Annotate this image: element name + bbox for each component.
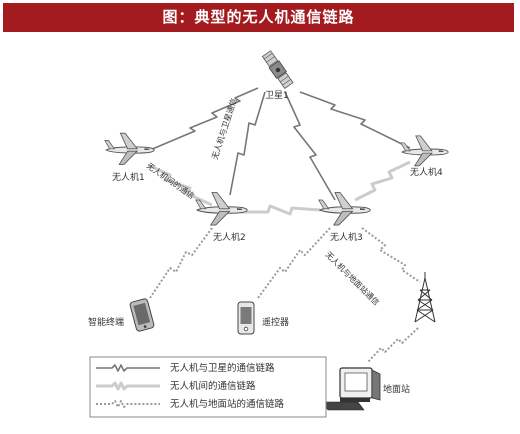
link-sat-uav1 bbox=[149, 87, 259, 151]
ground-station-label: 地面站 bbox=[383, 383, 410, 395]
link-uav3-tower bbox=[361, 227, 421, 283]
satellite-icon bbox=[261, 50, 294, 89]
computer-icon bbox=[321, 367, 381, 411]
link-label-uav-sat: 无人机与卫星通信 bbox=[209, 97, 238, 161]
tablet-icon bbox=[129, 298, 155, 332]
ground-links bbox=[149, 227, 421, 363]
terminal-label: 智能终端 bbox=[88, 316, 124, 328]
legend-label-ground: 无人机与地面站的通信链路 bbox=[170, 398, 285, 410]
legend: 无人机与卫星的通信链路 无人机间的通信链路 无人机与地面站的通信链路 bbox=[89, 356, 327, 418]
uav2-plane-icon bbox=[195, 191, 248, 226]
link-sat-uav4 bbox=[299, 91, 411, 149]
link-uav2-terminal bbox=[149, 227, 213, 299]
link-uav2-uav3 bbox=[240, 204, 321, 216]
legend-label-satellite: 无人机与卫星的通信链路 bbox=[170, 362, 275, 374]
phone-icon bbox=[237, 301, 255, 335]
link-uav3-remote bbox=[257, 227, 331, 299]
diagram-title: 图：典型的无人机通信链路 bbox=[162, 8, 355, 26]
legend-swatch-uav bbox=[96, 381, 160, 391]
uav-links bbox=[147, 160, 411, 216]
uav4-plane-icon bbox=[400, 135, 449, 167]
satellite-label: 卫星1 bbox=[265, 90, 289, 101]
uav2-label: 无人机2 bbox=[213, 231, 246, 243]
tower-icon bbox=[414, 272, 436, 323]
legend-swatch-satellite bbox=[96, 364, 160, 372]
satellite-links bbox=[149, 87, 411, 201]
legend-swatch-ground bbox=[96, 400, 160, 408]
link-sat-uav2 bbox=[229, 91, 266, 196]
remote-label: 遥控器 bbox=[262, 316, 289, 328]
uav1-plane-icon bbox=[104, 132, 155, 165]
link-label-uav-uav: 无人机间的通信 bbox=[145, 160, 197, 200]
link-tower-groundstation bbox=[367, 327, 419, 363]
legend-label-uav: 无人机间的通信链路 bbox=[170, 380, 256, 392]
uav3-label: 无人机3 bbox=[330, 231, 363, 243]
title-bar: 图：典型的无人机通信链路 bbox=[3, 3, 514, 32]
link-label-uav-ground: 无人机与地面站通信 bbox=[324, 249, 382, 307]
link-sat-uav3 bbox=[284, 91, 336, 201]
uav4-label: 无人机4 bbox=[410, 166, 443, 178]
uav1-label: 无人机1 bbox=[112, 171, 145, 183]
link-uav1-uav2 bbox=[147, 163, 213, 207]
link-uav3-uav4 bbox=[354, 160, 411, 202]
